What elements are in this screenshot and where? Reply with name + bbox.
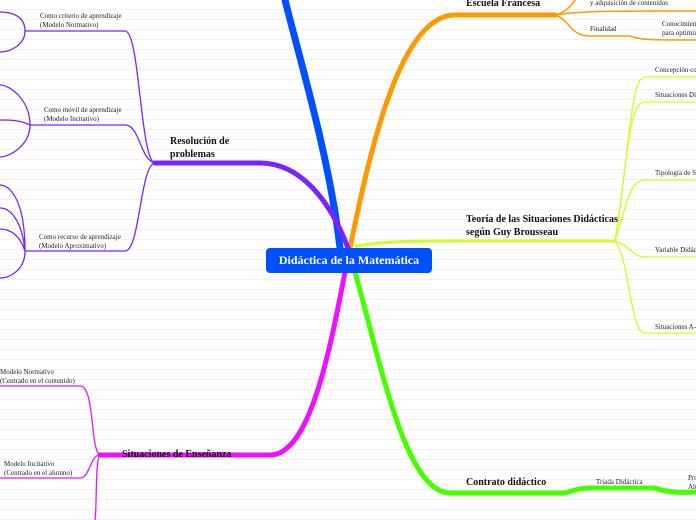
subtopic[interactable]: Como recurso de aprendizaje (Modelo Apro…	[39, 233, 121, 250]
branch-lime	[353, 239, 617, 248]
branch-purple	[152, 160, 351, 251]
topic-situaciones-ensenanza[interactable]: Situaciones de Enseñanza	[122, 449, 232, 460]
subtopic[interactable]: Variable Didác	[655, 246, 696, 254]
branch-green	[352, 269, 696, 496]
subtopic[interactable]: Concepción co	[655, 66, 696, 74]
branch-magenta	[97, 269, 348, 458]
subtopic[interactable]: Tipología de S	[655, 169, 696, 177]
subtopic[interactable]: y adquisición de contenidos	[590, 0, 668, 7]
subtopic-finalidad[interactable]: Finalidad	[590, 25, 617, 33]
subtopic[interactable]: Modelo Normativo (Centrado en el conteni…	[0, 368, 75, 385]
subtopic[interactable]: Situaciones A-	[655, 323, 696, 331]
topic-resolucion-problemas[interactable]: Resolución de problemas	[170, 136, 230, 160]
subtopic[interactable]: Conocimien para optimiz	[662, 20, 696, 37]
topic-escuela-francesa[interactable]: Escuela Francesa	[466, 0, 541, 9]
topic-teoria-situaciones[interactable]: Teoría de las Situaciones Didácticas seg…	[466, 214, 618, 238]
subtopic[interactable]: Pro Alu	[688, 474, 696, 491]
branch-orange	[347, 12, 558, 251]
branch-blue	[281, 0, 344, 252]
subtopic[interactable]: Modelo Incitativo (Centrado en el alumno…	[4, 460, 73, 477]
subtopic-triada[interactable]: Triada Didáctica	[596, 478, 643, 486]
central-topic-label: Didáctica de la Matemática	[278, 253, 420, 267]
subtopic[interactable]: Como criterio de aprendizaje (Modelo Nor…	[40, 12, 122, 29]
central-topic[interactable]: Didáctica de la Matemática	[266, 248, 432, 273]
topic-contrato-didactico[interactable]: Contrato didáctico	[466, 477, 547, 488]
subtopic[interactable]: Como móvil de aprendizaje (Modelo Incita…	[44, 106, 122, 123]
subtopic[interactable]: Situaciones Di	[655, 91, 696, 99]
